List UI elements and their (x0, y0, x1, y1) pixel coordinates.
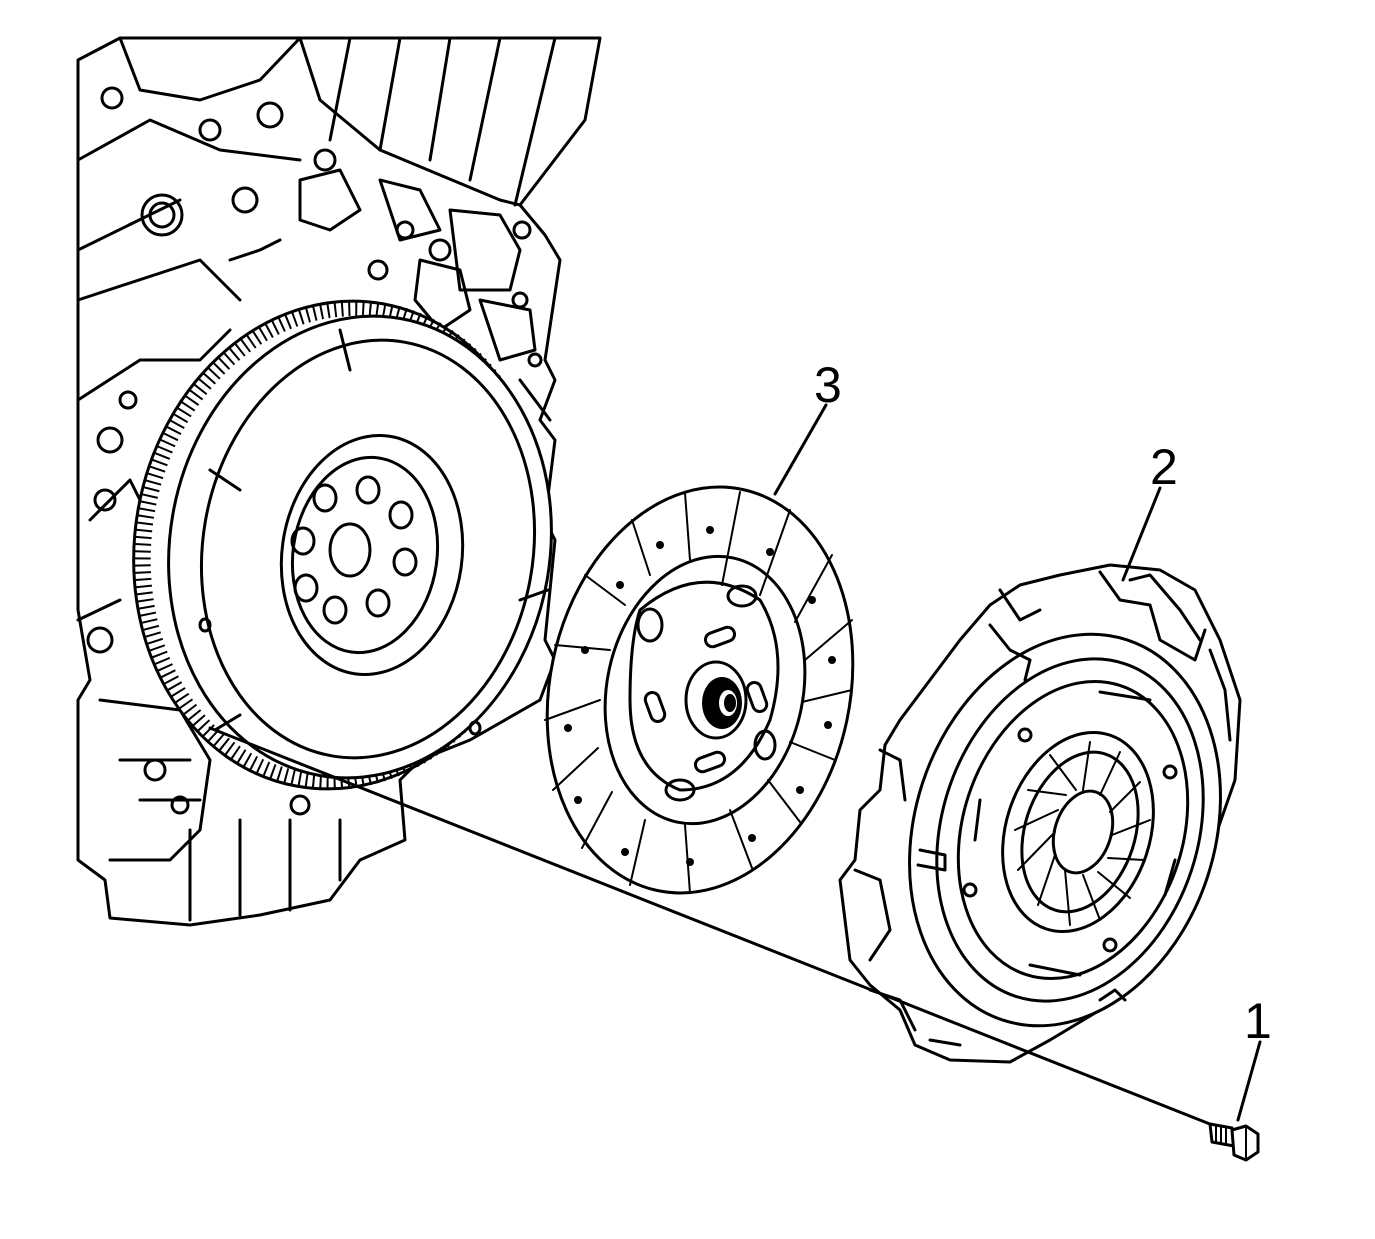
assembly-axis-line (208, 726, 1227, 1132)
pressure-plate-diaphragm-fingers (1014, 741, 1151, 926)
callout-1-number: 1 (1244, 993, 1272, 1049)
clutch-disc-friction-segments (544, 491, 853, 894)
pressure-plate-slots (973, 690, 1177, 977)
clutch-pressure-plate (838, 563, 1242, 1064)
callout-2: 2 (1121, 439, 1178, 582)
callout-3: 3 (773, 357, 842, 496)
clutch-disc (544, 485, 855, 895)
clutch-disc-hub (684, 660, 748, 740)
flywheel-bolt-holes (290, 475, 418, 625)
clutch-disc-damper-springs (636, 584, 777, 802)
callout-1: 1 (1236, 993, 1272, 1122)
bolt (1208, 1122, 1260, 1162)
callout-3-number: 3 (814, 357, 842, 413)
clutch-disc-rivets (564, 526, 836, 866)
callout-2-number: 2 (1150, 439, 1178, 495)
flywheel (132, 299, 553, 791)
